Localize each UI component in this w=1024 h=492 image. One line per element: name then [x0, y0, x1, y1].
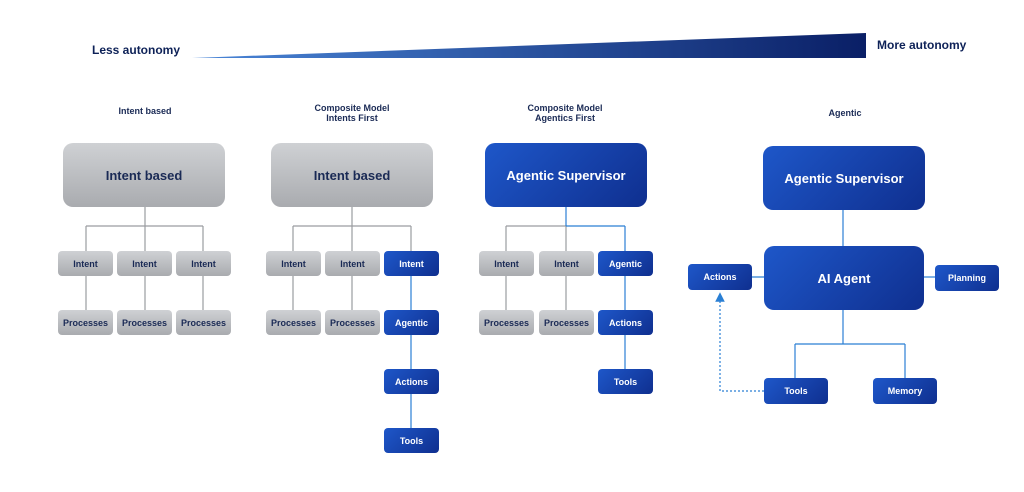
col1-intent-box-1: Intent	[58, 251, 113, 276]
col2-intent-based-box: Intent based	[271, 143, 433, 207]
col2-tools-box: Tools	[384, 428, 439, 453]
col4-memory-box: Memory	[873, 378, 937, 404]
col2-connectors	[292, 207, 412, 310]
autonomy-gradient-bar	[192, 33, 866, 58]
col1-intent-box-3: Intent	[176, 251, 231, 276]
less-autonomy-label: Less autonomy	[92, 43, 181, 57]
column-title-intents-first: Composite Model Intents First	[314, 103, 390, 123]
col1-connectors	[85, 207, 204, 310]
col1-processes-box-3: Processes	[176, 310, 231, 335]
col2-intent-box-3: Intent	[384, 251, 439, 276]
col1-processes-box-1: Processes	[58, 310, 113, 335]
col2-agentic-box: Agentic	[384, 310, 439, 335]
col2-intent-box-1: Intent	[266, 251, 321, 276]
col3-intent-box-1: Intent	[479, 251, 534, 276]
col2-processes-box-1: Processes	[266, 310, 321, 335]
col1-processes-box-2: Processes	[117, 310, 172, 335]
column-title-agentic: Agentic	[828, 108, 862, 118]
col3-intent-box-2: Intent	[539, 251, 594, 276]
more-autonomy-label: More autonomy	[877, 38, 967, 52]
col4-actions-box: Actions	[688, 264, 752, 290]
col2-intent-box-2: Intent	[325, 251, 380, 276]
col3-blue-connectors	[565, 207, 626, 369]
column-title-intent-based: Intent based	[118, 106, 172, 116]
col3-processes-box-2: Processes	[539, 310, 594, 335]
tools-to-actions-dotted-arrow	[715, 292, 764, 392]
col3-actions-box: Actions	[598, 310, 653, 335]
col3-connectors	[505, 225, 567, 310]
col3-tools-box: Tools	[598, 369, 653, 394]
col4-ai-agent-box: AI Agent	[764, 246, 924, 310]
column-title-agentics-first: Composite Model Agentics First	[527, 103, 603, 123]
col2-processes-box-2: Processes	[325, 310, 380, 335]
col3-agentic-box: Agentic	[598, 251, 653, 276]
col2-actions-box: Actions	[384, 369, 439, 394]
col1-intent-box-2: Intent	[117, 251, 172, 276]
col4-planning-box: Planning	[935, 265, 999, 291]
col4-tools-box: Tools	[764, 378, 828, 404]
col1-intent-based-box: Intent based	[63, 143, 225, 207]
col4-agentic-supervisor-box: Agentic Supervisor	[763, 146, 925, 210]
col3-agentic-supervisor-box: Agentic Supervisor	[485, 143, 647, 207]
col3-processes-box-1: Processes	[479, 310, 534, 335]
